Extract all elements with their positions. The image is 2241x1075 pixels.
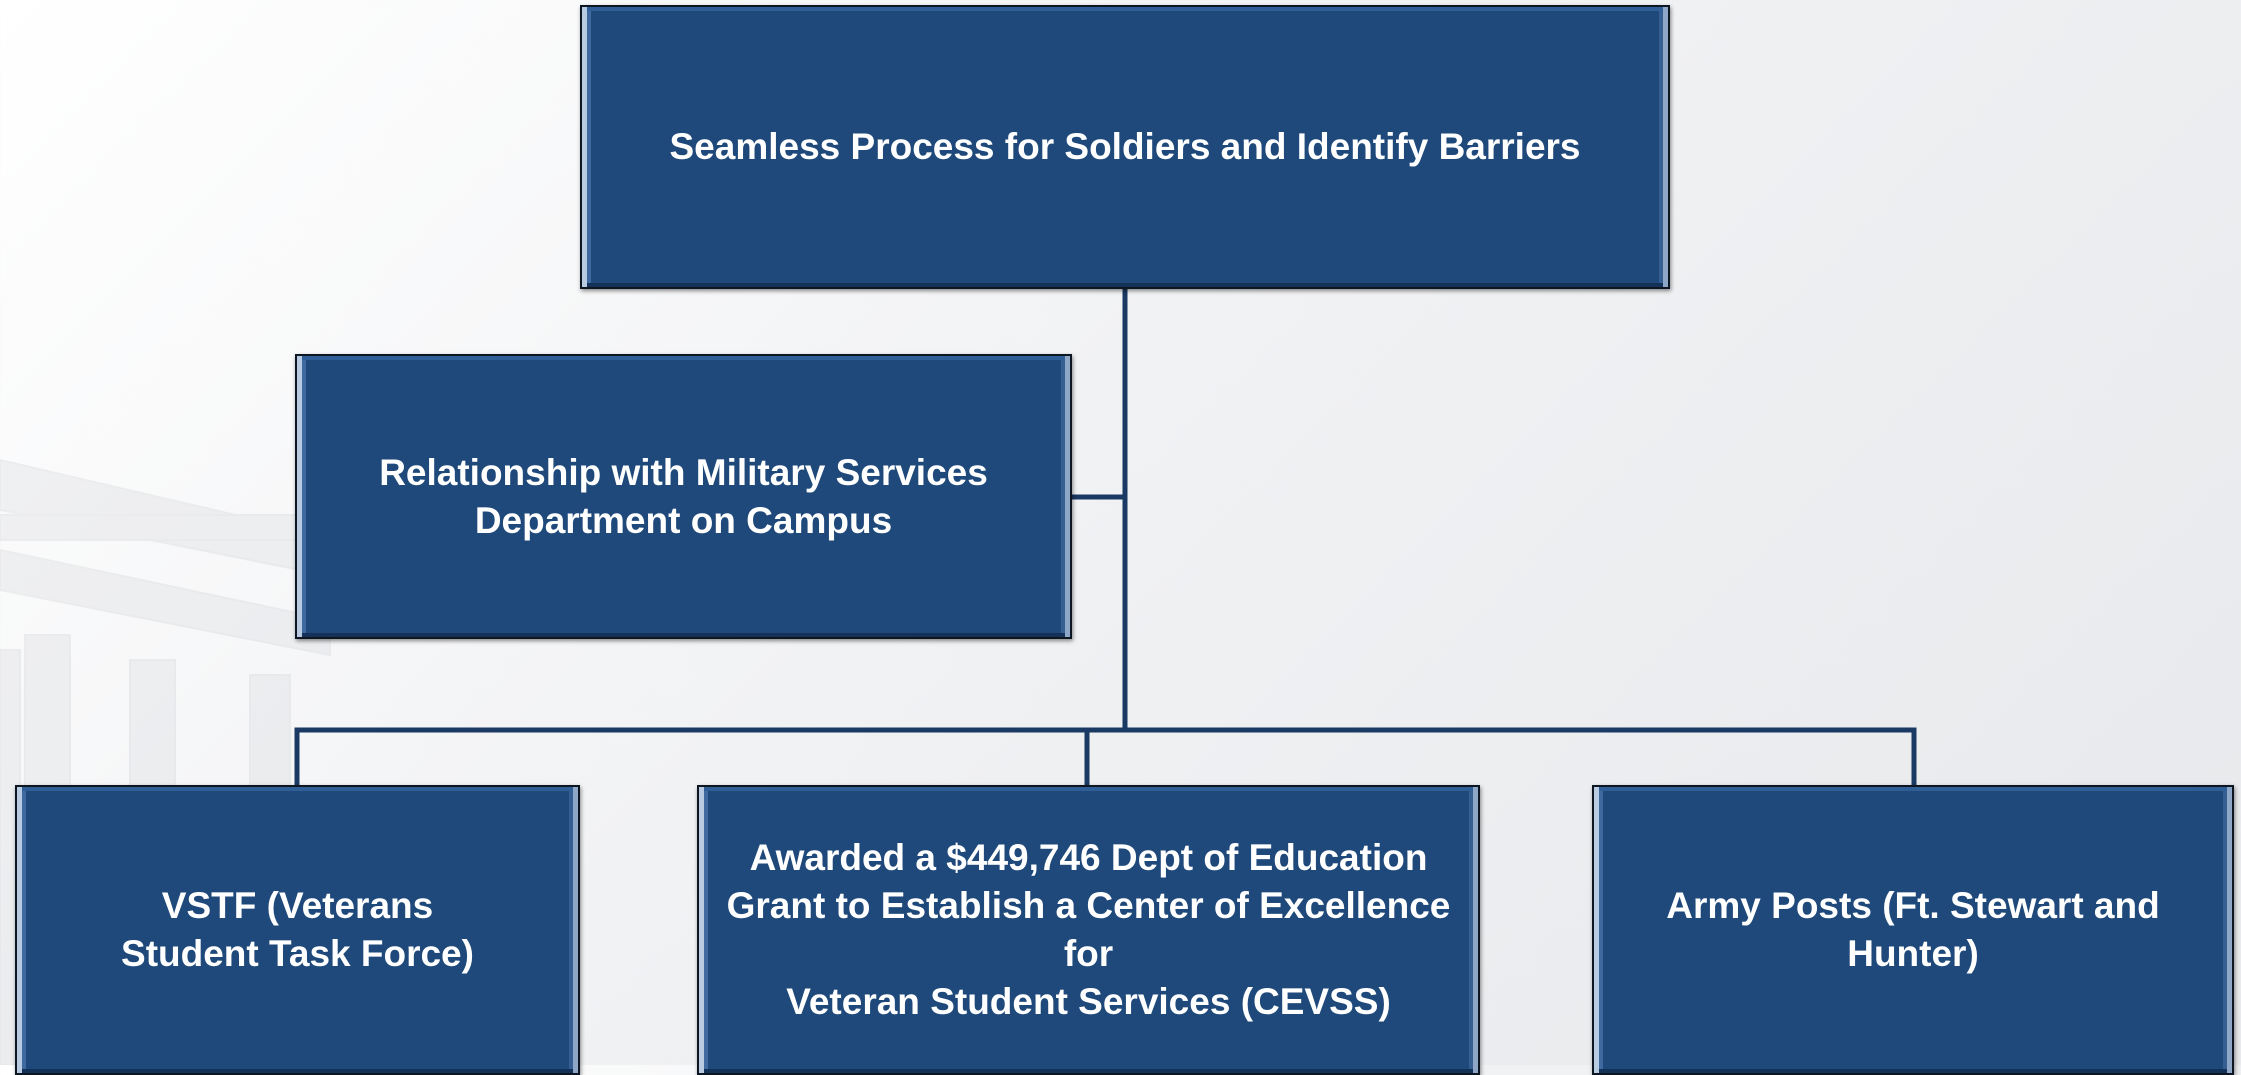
node-cevss-grant: Awarded a $449,746 Dept of Education Gra…: [697, 785, 1480, 1075]
node-text-line: Army Posts (Ft. Stewart and: [1666, 885, 2160, 926]
node-text-line: Grant to Establish a Center of Excellenc…: [726, 885, 1451, 974]
node-text-line: Awarded a $449,746 Dept of Education: [749, 837, 1428, 878]
node-text-line: Veteran Student Services (CEVSS): [786, 981, 1391, 1022]
node-army-posts-label: Army Posts (Ft. Stewart and Hunter): [1666, 882, 2159, 978]
node-seamless-process-label: Seamless Process for Soldiers and Identi…: [670, 123, 1581, 171]
node-text-line: Student Task Force): [121, 933, 474, 974]
node-military-services-relationship: Relationship with Military Services Depa…: [295, 354, 1072, 639]
node-army-posts: Army Posts (Ft. Stewart and Hunter): [1592, 785, 2234, 1075]
node-text-line: Relationship with Military Services: [379, 451, 988, 493]
node-text-line: Hunter): [1847, 933, 1979, 974]
node-military-services-label: Relationship with Military Services Depa…: [379, 449, 988, 545]
node-text-line: VSTF (Veterans: [161, 885, 434, 926]
node-seamless-process: Seamless Process for Soldiers and Identi…: [580, 5, 1670, 289]
node-text-line: Department on Campus: [474, 499, 893, 541]
node-vstf: VSTF (Veterans Student Task Force): [15, 785, 580, 1075]
node-cevss-grant-label: Awarded a $449,746 Dept of Education Gra…: [699, 834, 1478, 1026]
node-text-line: Seamless Process for Soldiers and Identi…: [669, 126, 1581, 167]
node-vstf-label: VSTF (Veterans Student Task Force): [121, 882, 474, 978]
